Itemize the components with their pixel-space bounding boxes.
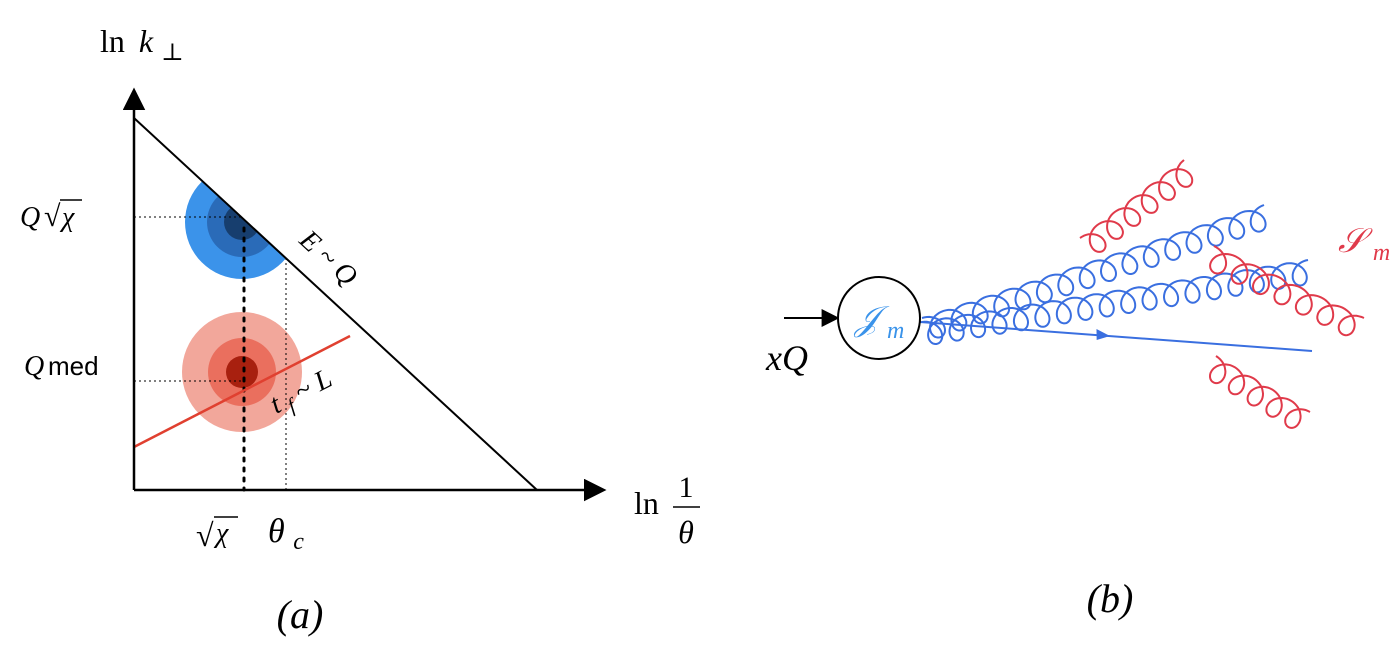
svg-text:χ: χ bbox=[213, 518, 229, 549]
panel-a: ln k ⊥ ln 1 θ Q √ χ Q med √ χ bbox=[20, 23, 700, 637]
energy-boundary-line bbox=[133, 117, 538, 491]
svg-text:√: √ bbox=[196, 517, 214, 553]
svg-text:√: √ bbox=[44, 200, 61, 233]
caption-a: (a) bbox=[277, 592, 324, 637]
quark-line bbox=[919, 321, 1313, 352]
svg-text:ln: ln bbox=[634, 485, 659, 521]
svg-text:θ: θ bbox=[678, 514, 694, 550]
incoming-energy-label: xQ bbox=[765, 338, 808, 378]
soft-emission-label: 𝒮 m bbox=[1338, 223, 1390, 266]
collinear-gluon-upper bbox=[921, 204, 1267, 339]
collinear-vertex bbox=[837, 276, 921, 360]
energy-line-label: E ~ Q bbox=[293, 224, 364, 293]
collinear-vertex-label: 𝒥 m bbox=[853, 301, 904, 344]
soft-gluon-right bbox=[1209, 245, 1365, 337]
svg-text:1: 1 bbox=[679, 471, 694, 504]
red-emission-region bbox=[182, 312, 302, 432]
soft-gluon-bottom bbox=[1208, 355, 1311, 429]
svg-text:Q: Q bbox=[20, 202, 40, 233]
svg-text:χ: χ bbox=[59, 202, 75, 233]
x-tick-sqrt-chi: √ χ bbox=[196, 516, 238, 553]
svg-text:med: med bbox=[48, 351, 99, 381]
y-tick-q-sqrt-chi: Q √ χ bbox=[20, 199, 82, 233]
x-axis-label: ln 1 θ bbox=[634, 471, 700, 550]
y-tick-q-med: Q med bbox=[24, 351, 99, 382]
caption-b: (b) bbox=[1087, 576, 1134, 621]
guide-lines bbox=[134, 216, 287, 492]
y-axis-label: ln k ⊥ bbox=[100, 23, 184, 66]
collinear-gluon-lower bbox=[921, 259, 1309, 345]
x-tick-theta-c: θ c bbox=[268, 513, 304, 555]
gluon-lines bbox=[921, 159, 1365, 429]
formation-time-line bbox=[133, 334, 351, 449]
soft-gluon-top bbox=[1079, 159, 1194, 253]
panel-b: xQ 𝒥 m 𝒮 m (b) bbox=[765, 159, 1390, 621]
svg-text:Q: Q bbox=[24, 351, 44, 382]
